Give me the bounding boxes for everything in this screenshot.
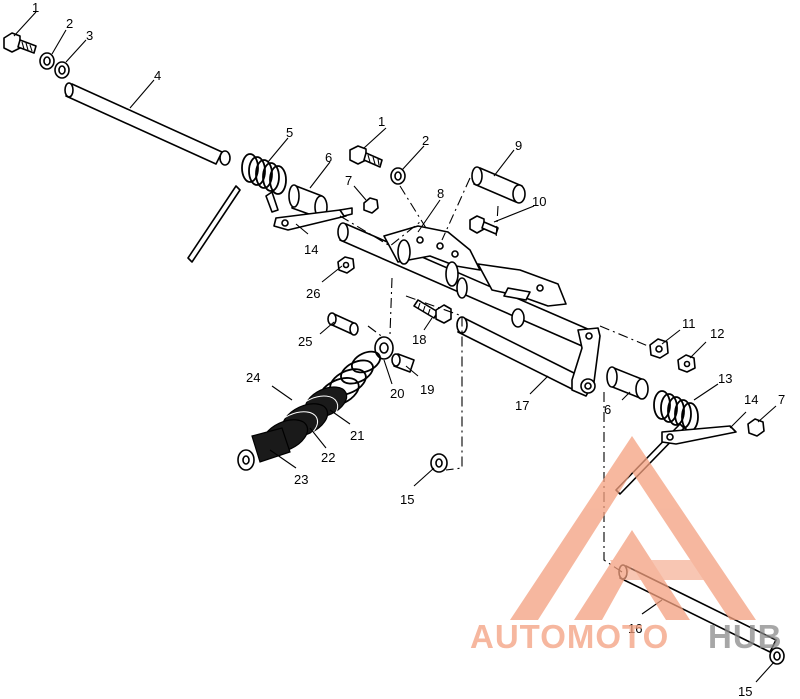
spring-arm-part-14-lower	[661, 425, 737, 445]
washer-part-15-bottom	[769, 647, 785, 665]
nut-part-11	[649, 338, 669, 359]
callout-11: 11	[682, 316, 696, 331]
shock-absorber-assembly	[237, 336, 415, 471]
callout-18: 18	[412, 332, 426, 347]
callout-6-lower: 6	[604, 402, 611, 417]
callout-14-lower: 14	[744, 392, 758, 407]
torsion-spring-part-5	[187, 153, 287, 263]
callout-25: 25	[298, 334, 312, 349]
assembly-centerlines	[339, 177, 649, 573]
callout-16: 16	[628, 621, 642, 636]
spring-arm-part-14-upper	[273, 207, 353, 231]
automotohub-watermark: AUTOMOTO HUB	[470, 436, 783, 655]
washer-part-2-center	[390, 167, 406, 185]
sleeve-part-25	[327, 312, 359, 336]
callout-20: 20	[390, 386, 404, 401]
watermark-inner-bar	[610, 560, 712, 580]
callout-2-top-left: 2	[66, 16, 73, 31]
bushing-part-6-lower	[606, 366, 649, 400]
callout-21: 21	[350, 428, 364, 443]
callout-4: 4	[154, 68, 161, 83]
washer-part-15-center	[430, 453, 448, 473]
callout-labels: 1 2 3 4 5 1 2 9 6 7 8 10 14 26 25 18 11 …	[32, 0, 785, 699]
callout-leaders	[13, 11, 777, 683]
callout-2-center: 2	[422, 133, 429, 148]
watermark-triangle-logo	[510, 436, 756, 620]
callout-6-upper: 6	[325, 150, 332, 165]
callout-22: 22	[321, 450, 335, 465]
callout-23: 23	[294, 472, 308, 487]
callout-7-lower: 7	[778, 392, 785, 407]
bolt-part-10	[469, 215, 499, 235]
nut-part-7-lower	[747, 418, 765, 437]
nut-part-26	[337, 256, 355, 274]
watermark-text-hub: HUB	[708, 618, 783, 655]
callout-1-top-left: 1	[32, 0, 39, 15]
callout-19: 19	[420, 382, 434, 397]
callout-26: 26	[306, 286, 320, 301]
washer-part-2-left	[39, 52, 55, 70]
rod-part-4	[64, 82, 231, 166]
nut-part-7-upper	[363, 197, 379, 214]
bolt-part-18	[413, 299, 452, 324]
bushing-part-9	[471, 166, 526, 204]
callout-5: 5	[286, 125, 293, 140]
callout-12: 12	[710, 326, 724, 341]
callout-14-upper: 14	[304, 242, 318, 257]
main-shaft-assembly	[337, 222, 601, 397]
bolt-part-1-left	[3, 32, 37, 54]
watermark-text-automoto: AUTOMOTO	[470, 618, 669, 655]
nut-part-3	[54, 61, 70, 79]
callout-10: 10	[532, 194, 546, 209]
callout-9: 9	[515, 138, 522, 153]
watermark-inner-mark	[574, 530, 690, 620]
nut-part-12	[677, 354, 696, 373]
callout-8: 8	[437, 186, 444, 201]
callout-1-center: 1	[378, 114, 385, 129]
bolt-part-1-center	[349, 145, 383, 168]
callout-7-upper: 7	[345, 173, 352, 188]
callout-15-bottom: 15	[738, 684, 752, 699]
callout-3: 3	[86, 28, 93, 43]
callout-24: 24	[246, 370, 260, 385]
callout-15-center: 15	[400, 492, 414, 507]
callout-17: 17	[515, 398, 529, 413]
callout-13: 13	[718, 371, 732, 386]
